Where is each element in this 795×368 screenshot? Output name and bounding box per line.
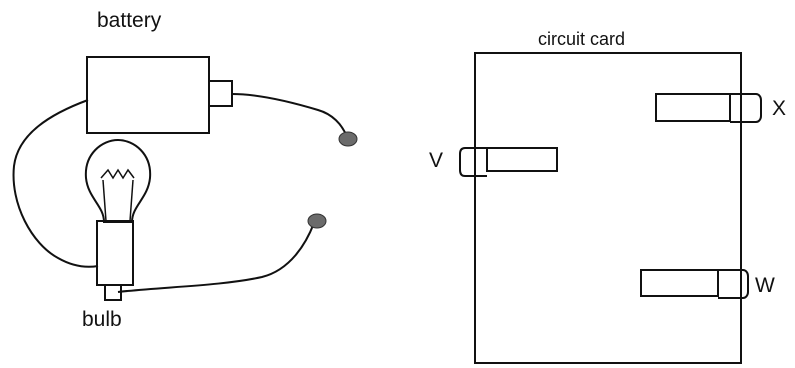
battery-body (86, 56, 210, 134)
bulb-glass (84, 138, 152, 223)
slot-x-opening[interactable] (655, 93, 731, 122)
circuit-card (474, 52, 742, 364)
bulb-filament-support-right (129, 179, 134, 222)
slot-w-label: W (755, 274, 775, 297)
slot-v-label: V (429, 149, 443, 172)
bulb-label: bulb (82, 308, 122, 331)
slot-w[interactable] (640, 269, 749, 299)
bulb-base (96, 220, 134, 286)
slot-x-label: X (772, 97, 786, 120)
wire-battery-to-bulb (12, 99, 99, 268)
slot-w-back-edge (718, 269, 749, 299)
slot-v[interactable] (459, 147, 558, 177)
wire-bulb-to-probe-bottom (117, 222, 315, 293)
bulb-filament-support-left (102, 179, 107, 222)
wire-end-bottom[interactable] (307, 213, 327, 229)
slot-v-opening[interactable] (486, 147, 558, 172)
slot-x[interactable] (655, 93, 762, 123)
bulb-contact (104, 284, 122, 301)
battery (86, 56, 233, 134)
bulb (84, 138, 152, 301)
battery-label: battery (97, 9, 162, 32)
slot-v-front-edge (459, 147, 487, 177)
wire-battery-to-probe-top (231, 93, 348, 138)
slot-x-back-edge (730, 93, 762, 123)
battery-terminal (208, 80, 233, 107)
bulb-filament (100, 168, 135, 180)
wire-end-top[interactable] (338, 131, 358, 147)
slot-w-opening[interactable] (640, 269, 719, 297)
circuit-card-label: circuit card (538, 29, 625, 49)
